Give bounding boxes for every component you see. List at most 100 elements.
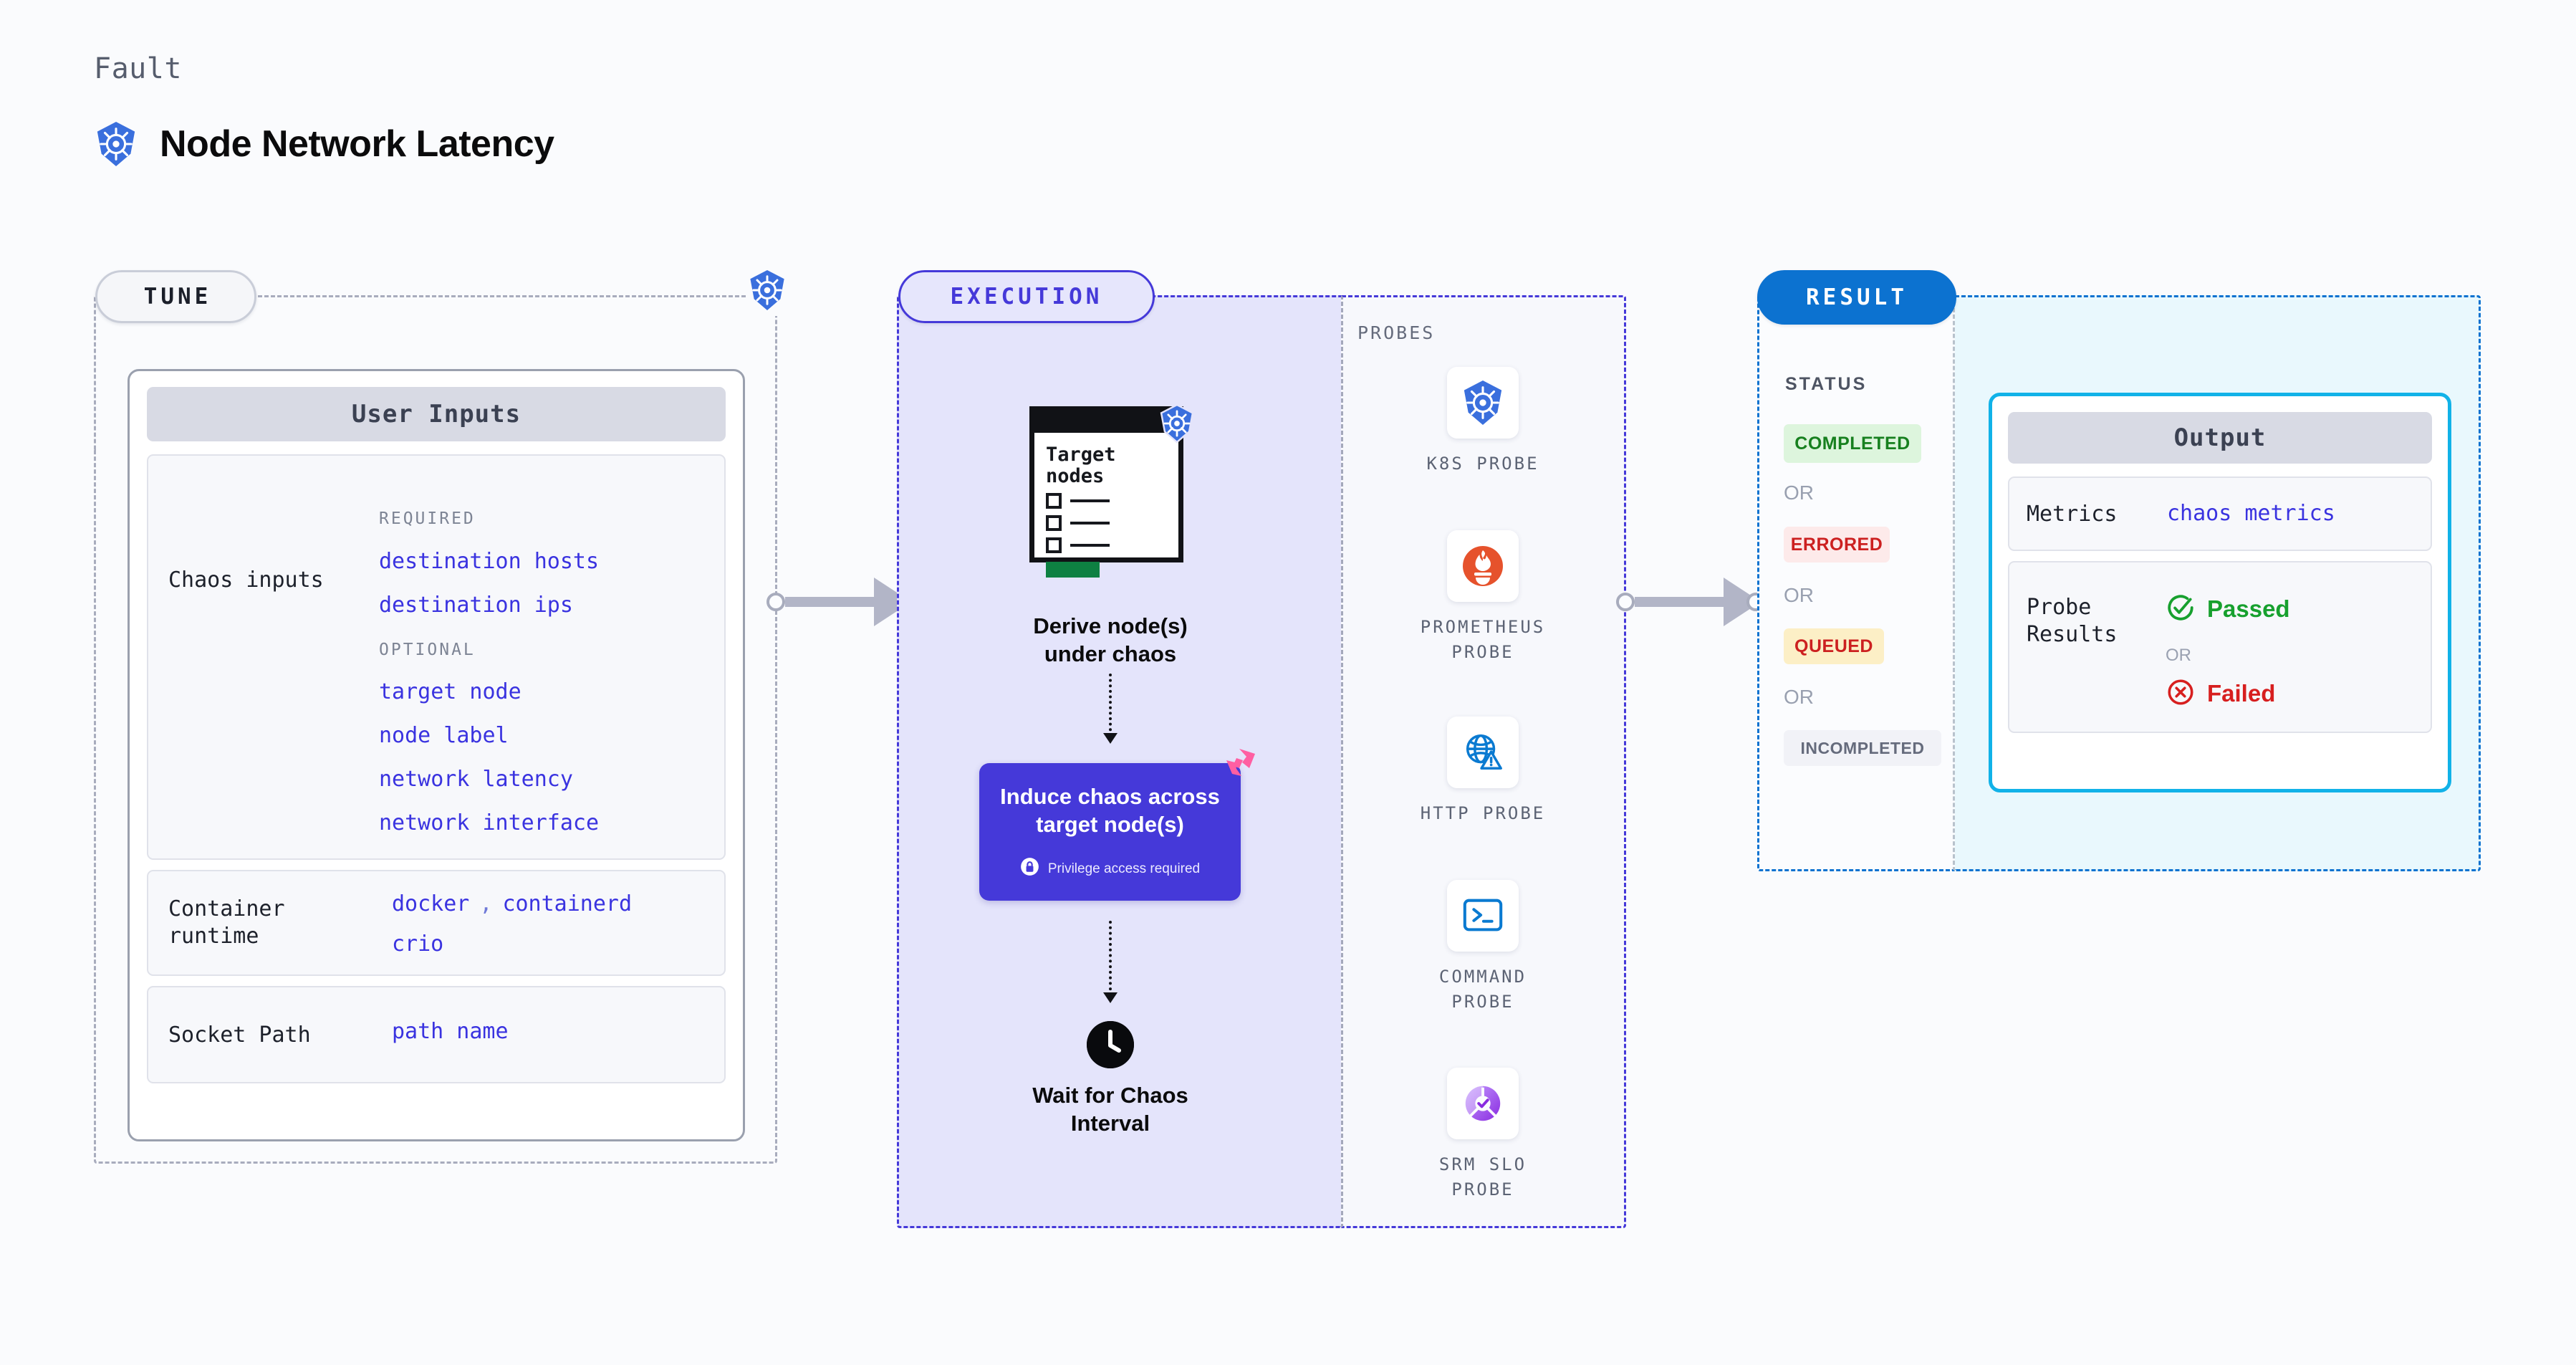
probe-label: HTTP PROBE [1420, 803, 1546, 823]
status-badge-label: INCOMPLETED [1800, 738, 1925, 757]
container-runtime-block: Container runtime docker , containerd cr… [147, 870, 726, 976]
tune-section-lower [94, 448, 777, 1164]
status-badge-errored: ERRORED [1784, 527, 1890, 562]
probe-k8s[interactable]: K8S PROBE [1411, 367, 1554, 476]
status-badge-label: QUEUED [1794, 636, 1873, 656]
chaos-inputs-block: Chaos inputs REQUIRED destination hosts … [147, 454, 726, 860]
status-badge-label: COMPLETED [1794, 433, 1911, 454]
result-pill: RESULT [1757, 270, 1956, 325]
connector-tune-to-execution [766, 578, 915, 626]
result-pill-label: RESULT [1806, 284, 1908, 310]
user-inputs-card-title: User Inputs [147, 387, 726, 441]
flow-arrowhead-1 [1103, 733, 1118, 744]
checkbox-icon [1046, 537, 1062, 554]
failed-label: Failed [2207, 680, 2276, 707]
status-or-2: OR [1784, 584, 1814, 606]
prometheus-icon [1447, 530, 1519, 602]
check-circle-icon [2166, 593, 2196, 626]
document-kubernetes-icon [1158, 403, 1196, 446]
srm-slo-icon [1447, 1068, 1519, 1139]
runtime-separator: , [479, 891, 493, 916]
document-line [1046, 515, 1178, 532]
runtime-docker[interactable]: docker [392, 891, 470, 916]
induce-chaos-step: Induce chaos across target node(s) Privi… [979, 763, 1241, 901]
output-metrics-row: Metrics chaos metrics [2008, 476, 2432, 551]
document-progress-bar [1046, 562, 1100, 578]
probe-result-passed: Passed [2166, 593, 2290, 626]
container-runtime-label: Container runtime [168, 896, 285, 949]
socket-path-label: Socket Path [168, 1022, 311, 1048]
result-status-panel [1757, 295, 1955, 871]
flow-arrowhead-2 [1103, 992, 1118, 1003]
probe-command[interactable]: COMMAND PROBE [1411, 880, 1554, 1015]
probe-label: PROMETHEUS PROBE [1420, 617, 1546, 662]
privilege-note: Privilege access required [1020, 857, 1200, 881]
optional-group-tag: OPTIONAL [379, 641, 476, 659]
document-titlebar [1034, 411, 1178, 433]
input-destination-ips[interactable]: destination ips [379, 593, 573, 618]
page-title: Node Network Latency [160, 123, 554, 165]
input-network-interface[interactable]: network interface [379, 810, 600, 835]
derive-nodes-caption: Derive node(s) under chaos [1033, 613, 1188, 666]
tune-section [94, 295, 777, 450]
probe-result-failed: Failed [2166, 677, 2275, 710]
probe-http[interactable]: HTTP PROBE [1411, 717, 1554, 826]
probe-results-label: Probe Results [2027, 595, 2118, 647]
status-badge-queued: QUEUED [1784, 628, 1884, 664]
probe-label: COMMAND PROBE [1438, 967, 1527, 1012]
harness-logo-icon [1218, 747, 1256, 787]
page-kicker: Fault [94, 52, 182, 85]
induce-chaos-title: Induce chaos across target node(s) [1000, 783, 1220, 837]
privilege-note-label: Privilege access required [1047, 861, 1201, 876]
input-target-node[interactable]: target node [379, 679, 522, 704]
status-title: STATUS [1785, 374, 1868, 394]
http-globe-icon [1447, 717, 1519, 788]
output-card-title: Output [2008, 412, 2432, 464]
document-line [1046, 537, 1178, 554]
socket-path-block: Socket Path path name [147, 986, 726, 1083]
flow-connector-1 [1109, 674, 1112, 737]
status-badge-completed: COMPLETED [1784, 424, 1921, 463]
execution-pill-label: EXECUTION [950, 284, 1103, 310]
probes-title: PROBES [1357, 322, 1436, 343]
runtime-crio[interactable]: crio [392, 931, 444, 957]
input-destination-hosts[interactable]: destination hosts [379, 549, 600, 574]
status-badge-incompleted: INCOMPLETED [1784, 730, 1941, 766]
metrics-value[interactable]: chaos metrics [2167, 501, 2335, 526]
input-node-label[interactable]: node label [379, 723, 509, 748]
document-line [1046, 493, 1178, 509]
clock-icon [1087, 1021, 1134, 1068]
probe-label: SRM SLO PROBE [1438, 1154, 1527, 1199]
metrics-label: Metrics [2027, 502, 2118, 527]
socket-path-value[interactable]: path name [392, 1019, 509, 1044]
runtime-containerd[interactable]: containerd [502, 891, 633, 916]
status-badge-label: ERRORED [1790, 534, 1883, 555]
wait-interval-caption: Wait for Chaos Interval [1032, 1083, 1188, 1136]
required-group-tag: REQUIRED [379, 509, 476, 528]
kubernetes-icon [1447, 367, 1519, 439]
connector-line [1635, 597, 1726, 607]
lock-icon [1020, 857, 1039, 881]
input-network-latency[interactable]: network latency [379, 767, 573, 792]
flow-connector-2 [1109, 921, 1112, 996]
probe-label: K8S PROBE [1426, 454, 1539, 474]
chaos-inputs-label: Chaos inputs [168, 567, 324, 593]
output-probe-results-row: Probe Results Passed OR F [2008, 561, 2432, 733]
execution-pill: EXECUTION [898, 270, 1155, 323]
x-circle-icon [2166, 677, 2196, 710]
passed-label: Passed [2207, 595, 2290, 622]
connector-execution-to-result [1616, 578, 1765, 626]
probe-prometheus[interactable]: PROMETHEUS PROBE [1411, 530, 1554, 665]
tune-pill-label: TUNE [143, 284, 212, 310]
target-nodes-document-icon: Target nodes [1029, 406, 1183, 578]
status-or-3: OR [1784, 686, 1814, 708]
probe-srm-slo[interactable]: SRM SLO PROBE [1411, 1068, 1554, 1202]
tune-kubernetes-badge [746, 267, 789, 316]
output-card: Output Metrics chaos metrics Probe Resul… [1989, 393, 2451, 792]
connector-start-dot [766, 593, 785, 611]
user-inputs-card: User Inputs Chaos inputs REQUIRED destin… [128, 369, 745, 1141]
status-or-1: OR [1784, 482, 1814, 504]
checkbox-icon [1046, 515, 1062, 532]
checkbox-icon [1046, 493, 1062, 509]
